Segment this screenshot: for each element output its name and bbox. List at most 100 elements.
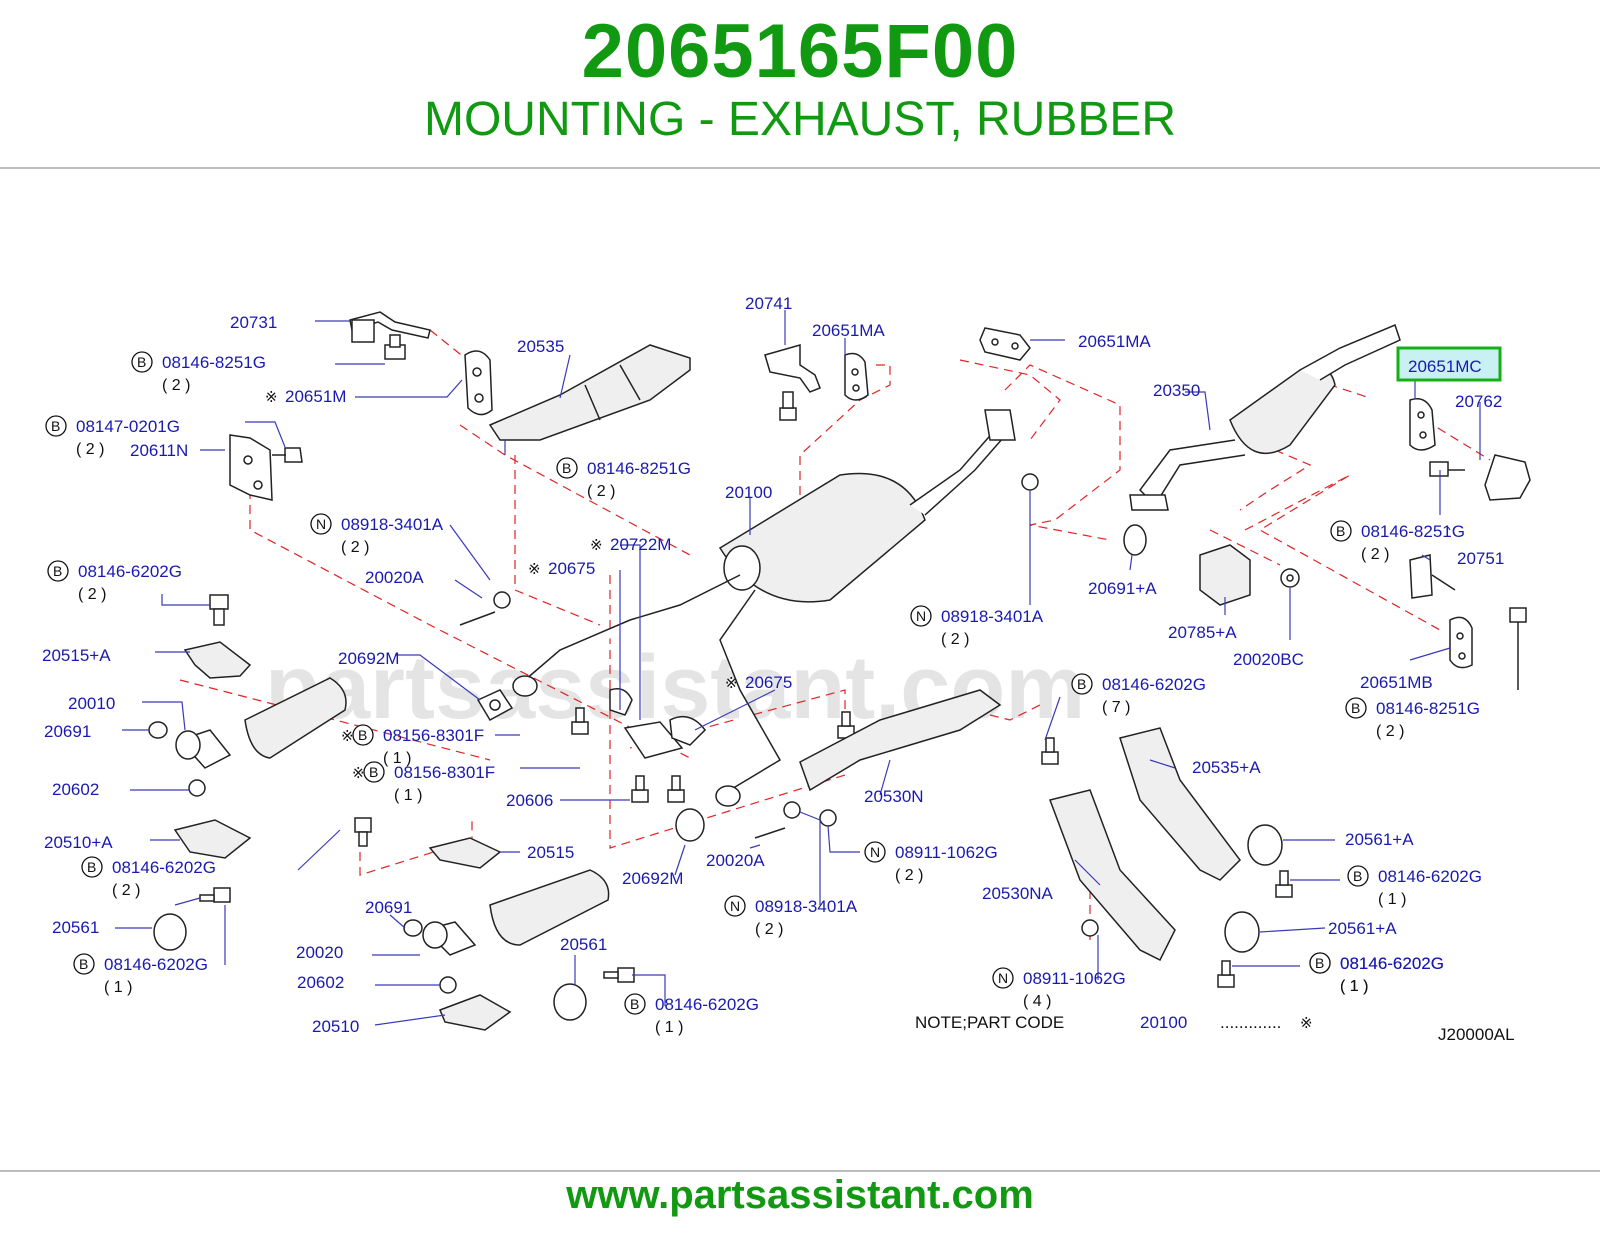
part-code-label[interactable]: 20762 <box>1455 392 1502 411</box>
part-code-label[interactable]: 20530N <box>864 787 924 806</box>
part-code-label[interactable]: 20602 <box>297 973 344 992</box>
part-code-label[interactable]: 20561 <box>560 935 607 954</box>
part-code-label[interactable]: 20510+A <box>44 833 113 852</box>
part-code-label[interactable]: 08918-3401A <box>755 897 858 916</box>
part-code-label[interactable]: 20651MB <box>1360 673 1433 692</box>
note-code[interactable]: 20100 <box>1140 1013 1187 1032</box>
callout-20606[interactable]: 20606 <box>506 791 553 810</box>
callout-20691-1[interactable]: 20691 <box>44 722 91 741</box>
callout-20611n[interactable]: 20611N <box>130 441 188 460</box>
part-code-label[interactable]: 20535+A <box>1192 758 1261 777</box>
callout-20535a[interactable]: 20535+A <box>1192 758 1261 777</box>
callout-20561-2[interactable]: 20561 <box>560 935 607 954</box>
part-code-label[interactable]: 20535 <box>517 337 564 356</box>
part-code-label[interactable]: 20010 <box>68 694 115 713</box>
part-code-label[interactable]: 08146-6202G <box>1340 954 1444 973</box>
part-code-label[interactable]: 20611N <box>130 441 188 460</box>
callout-20515[interactable]: 20515 <box>527 843 574 862</box>
part-code-label[interactable]: 20691 <box>44 722 91 741</box>
callout-20741[interactable]: 20741 <box>745 294 792 313</box>
part-code-label[interactable]: 20020BC <box>1233 650 1304 669</box>
callout-20010[interactable]: 20010 <box>68 694 115 713</box>
callout-20651m[interactable]: ※20651M <box>265 387 346 406</box>
part-code-label[interactable]: 08146-6202G <box>1378 867 1482 886</box>
part-code-label[interactable]: 20691+A <box>1088 579 1157 598</box>
part-code-label[interactable]: 20751 <box>1457 549 1504 568</box>
part-code-label[interactable]: 08156-8301F <box>394 763 495 782</box>
callout-20350[interactable]: 20350 <box>1153 381 1200 400</box>
callout-20722m[interactable]: ※20722M <box>590 535 671 554</box>
part-code-label[interactable]: 20561+A <box>1345 830 1414 849</box>
callout-20020a-2[interactable]: 20020A <box>706 851 765 870</box>
callout-20020bc[interactable]: 20020BC <box>1233 650 1304 669</box>
part-code-label[interactable]: 08146-8251G <box>1376 699 1480 718</box>
part-code-label[interactable]: 20515+A <box>42 646 111 665</box>
part-code-label[interactable]: 20692M <box>338 649 399 668</box>
part-code-label[interactable]: 08918-3401A <box>341 515 444 534</box>
callout-20020[interactable]: 20020 <box>296 943 343 962</box>
part-code-label[interactable]: 08146-6202G <box>104 955 208 974</box>
part-code-label[interactable]: 20606 <box>506 791 553 810</box>
part-code-label[interactable]: 08146-6202G <box>78 562 182 581</box>
part-code-label[interactable]: 20675 <box>548 559 595 578</box>
part-code-label[interactable]: 20651M <box>285 387 346 406</box>
part-code-label[interactable]: 20731 <box>230 313 277 332</box>
part-code-label[interactable]: 08146-8251G <box>1361 522 1465 541</box>
part-code-label[interactable]: 08911-1062G <box>895 843 998 862</box>
part-code-label[interactable]: 20510 <box>312 1017 359 1036</box>
part-code-label[interactable]: 08911-1062G <box>1023 969 1126 988</box>
part-code-label[interactable]: 08146-6202G <box>1340 954 1444 973</box>
part-code-label[interactable]: 20530NA <box>982 884 1054 903</box>
part-code-label[interactable]: 08146-6202G <box>1102 675 1206 694</box>
callout-20561-1[interactable]: 20561 <box>52 918 99 937</box>
callout-20602-2[interactable]: 20602 <box>297 973 344 992</box>
part-code-label[interactable]: 08147-0201G <box>76 417 180 436</box>
callout-20692m-1[interactable]: 20692M <box>338 649 399 668</box>
callout-20785a[interactable]: 20785+A <box>1168 623 1237 642</box>
callout-20691a[interactable]: 20691+A <box>1088 579 1157 598</box>
part-code-label[interactable]: 20350 <box>1153 381 1200 400</box>
part-code-label[interactable]: 08146-8251G <box>587 459 691 478</box>
callout-20651ma-2[interactable]: 20651MA <box>1078 332 1151 351</box>
footer-url[interactable]: www.partsassistant.com <box>566 1173 1034 1217</box>
callout-20691-2[interactable]: 20691 <box>365 898 412 917</box>
callout-20530n[interactable]: 20530N <box>864 787 924 806</box>
part-code-label[interactable]: 08146-6202G <box>112 858 216 877</box>
callout-20731[interactable]: 20731 <box>230 313 277 332</box>
part-code-label[interactable]: 20020 <box>296 943 343 962</box>
part-code-label[interactable]: 20651MA <box>812 321 885 340</box>
callout-20651mb[interactable]: 20651MB <box>1360 673 1433 692</box>
callout-20561a-1[interactable]: 20561+A <box>1345 830 1414 849</box>
label-20651mc-highlighted[interactable]: 20651MC <box>1408 357 1482 376</box>
part-code-label[interactable]: 20020A <box>706 851 765 870</box>
part-code-label[interactable]: 20691 <box>365 898 412 917</box>
callout-20020a-1[interactable]: 20020A <box>365 568 424 587</box>
part-code-label[interactable]: 20020A <box>365 568 424 587</box>
part-code-label[interactable]: 08146-6202G <box>655 995 759 1014</box>
callout-20535[interactable]: 20535 <box>517 337 564 356</box>
part-code-label[interactable]: 20100 <box>725 483 772 502</box>
callout-20510[interactable]: 20510 <box>312 1017 359 1036</box>
part-code-label[interactable]: 20602 <box>52 780 99 799</box>
part-code-label[interactable]: 08918-3401A <box>941 607 1044 626</box>
part-code-label[interactable]: 20675 <box>745 673 792 692</box>
callout-20762[interactable]: 20762 <box>1455 392 1502 411</box>
callout-20515a[interactable]: 20515+A <box>42 646 111 665</box>
part-code-label[interactable]: 08156-8301F <box>383 726 484 745</box>
callout-20675-1[interactable]: ※20675 <box>528 559 595 578</box>
